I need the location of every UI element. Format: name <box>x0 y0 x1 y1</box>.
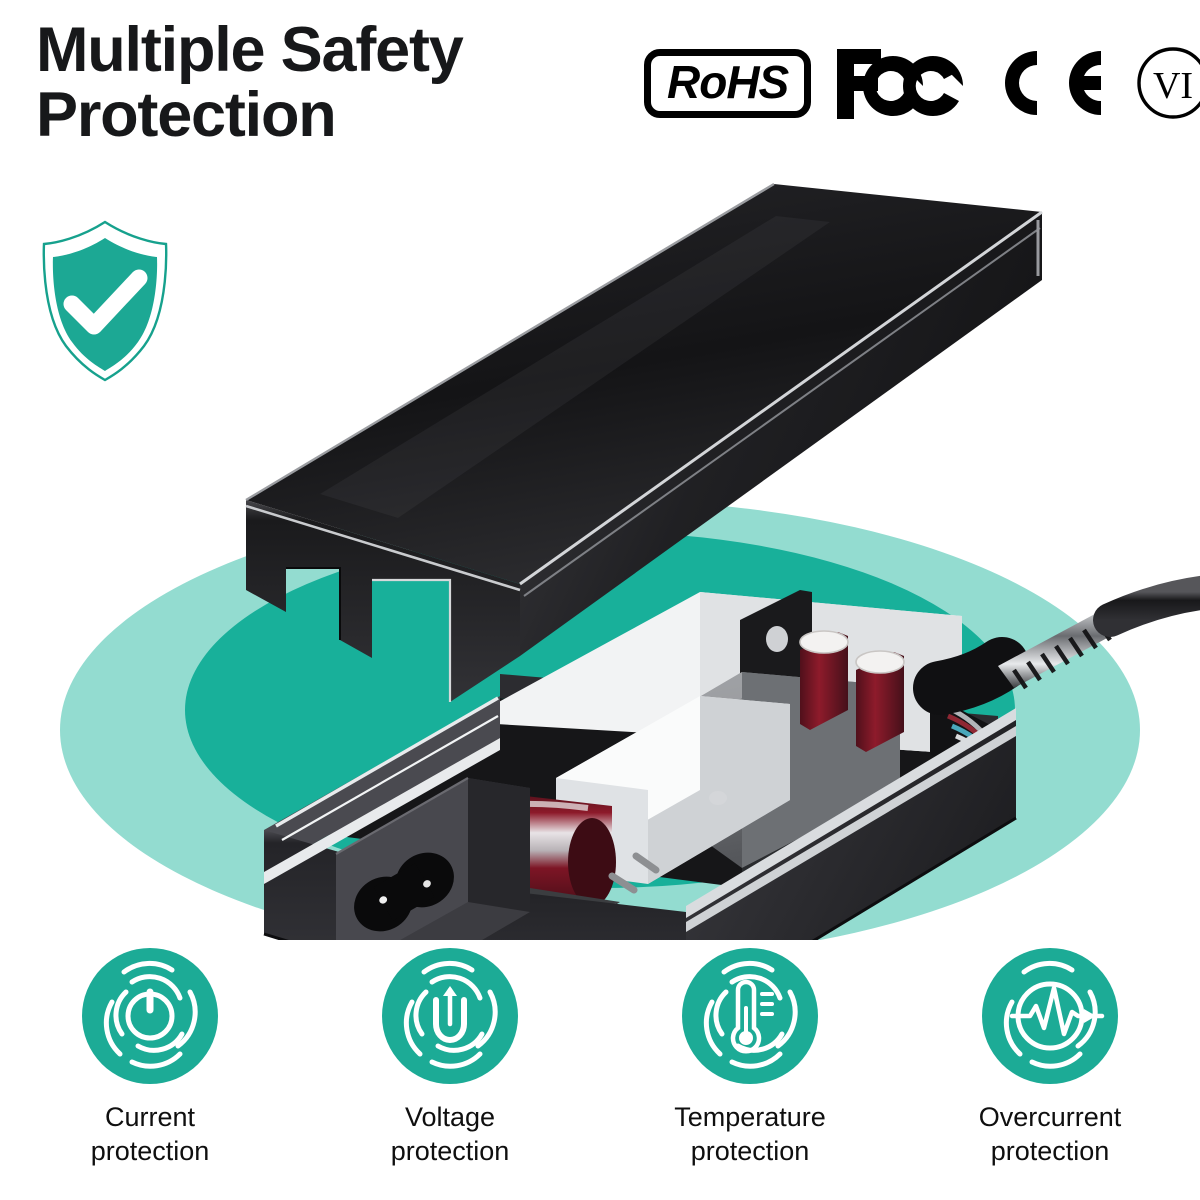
svg-text:VI: VI <box>1153 65 1193 107</box>
waveform-pulse-icon <box>982 948 1118 1084</box>
feature-item-current-protection: Current protection <box>0 948 300 1168</box>
page-title: Multiple Safety Protection <box>36 15 464 150</box>
output-capacitor-1 <box>799 630 849 730</box>
thermometer-icon <box>682 948 818 1084</box>
shield-check-icon <box>42 220 168 382</box>
figure-8-c7-power-inlet <box>335 777 530 940</box>
fcc-mark-icon <box>837 49 964 119</box>
feature-label: Overcurrent protection <box>978 1102 1122 1167</box>
feature-label: Current protection <box>90 1102 210 1167</box>
adapter-top-cover <box>245 182 1043 702</box>
output-capacitor-2 <box>855 650 905 752</box>
adapter-shell-walls <box>263 696 1017 940</box>
feature-list: Current protection Voltage protection <box>0 948 1200 1168</box>
certification-badges: RoHS VI <box>644 38 1200 128</box>
feature-label: Temperature protection <box>674 1102 826 1167</box>
level-vi-mark-icon: VI <box>1137 47 1200 119</box>
voltage-arrow-icon <box>382 948 518 1084</box>
rohs-mark-icon: RoHS <box>644 48 812 118</box>
feature-item-overcurrent-protection: Overcurrent protection <box>900 948 1200 1168</box>
feature-item-voltage-protection: Voltage protection <box>300 948 600 1168</box>
dc-output-cable <box>913 575 1200 715</box>
feature-item-temperature-protection: Temperature protection <box>600 948 900 1168</box>
ac-power-adapter-exploded-view <box>60 182 1200 940</box>
feature-label: Voltage protection <box>390 1102 510 1167</box>
ce-mark-icon <box>1005 51 1102 115</box>
power-button-icon <box>82 948 218 1084</box>
